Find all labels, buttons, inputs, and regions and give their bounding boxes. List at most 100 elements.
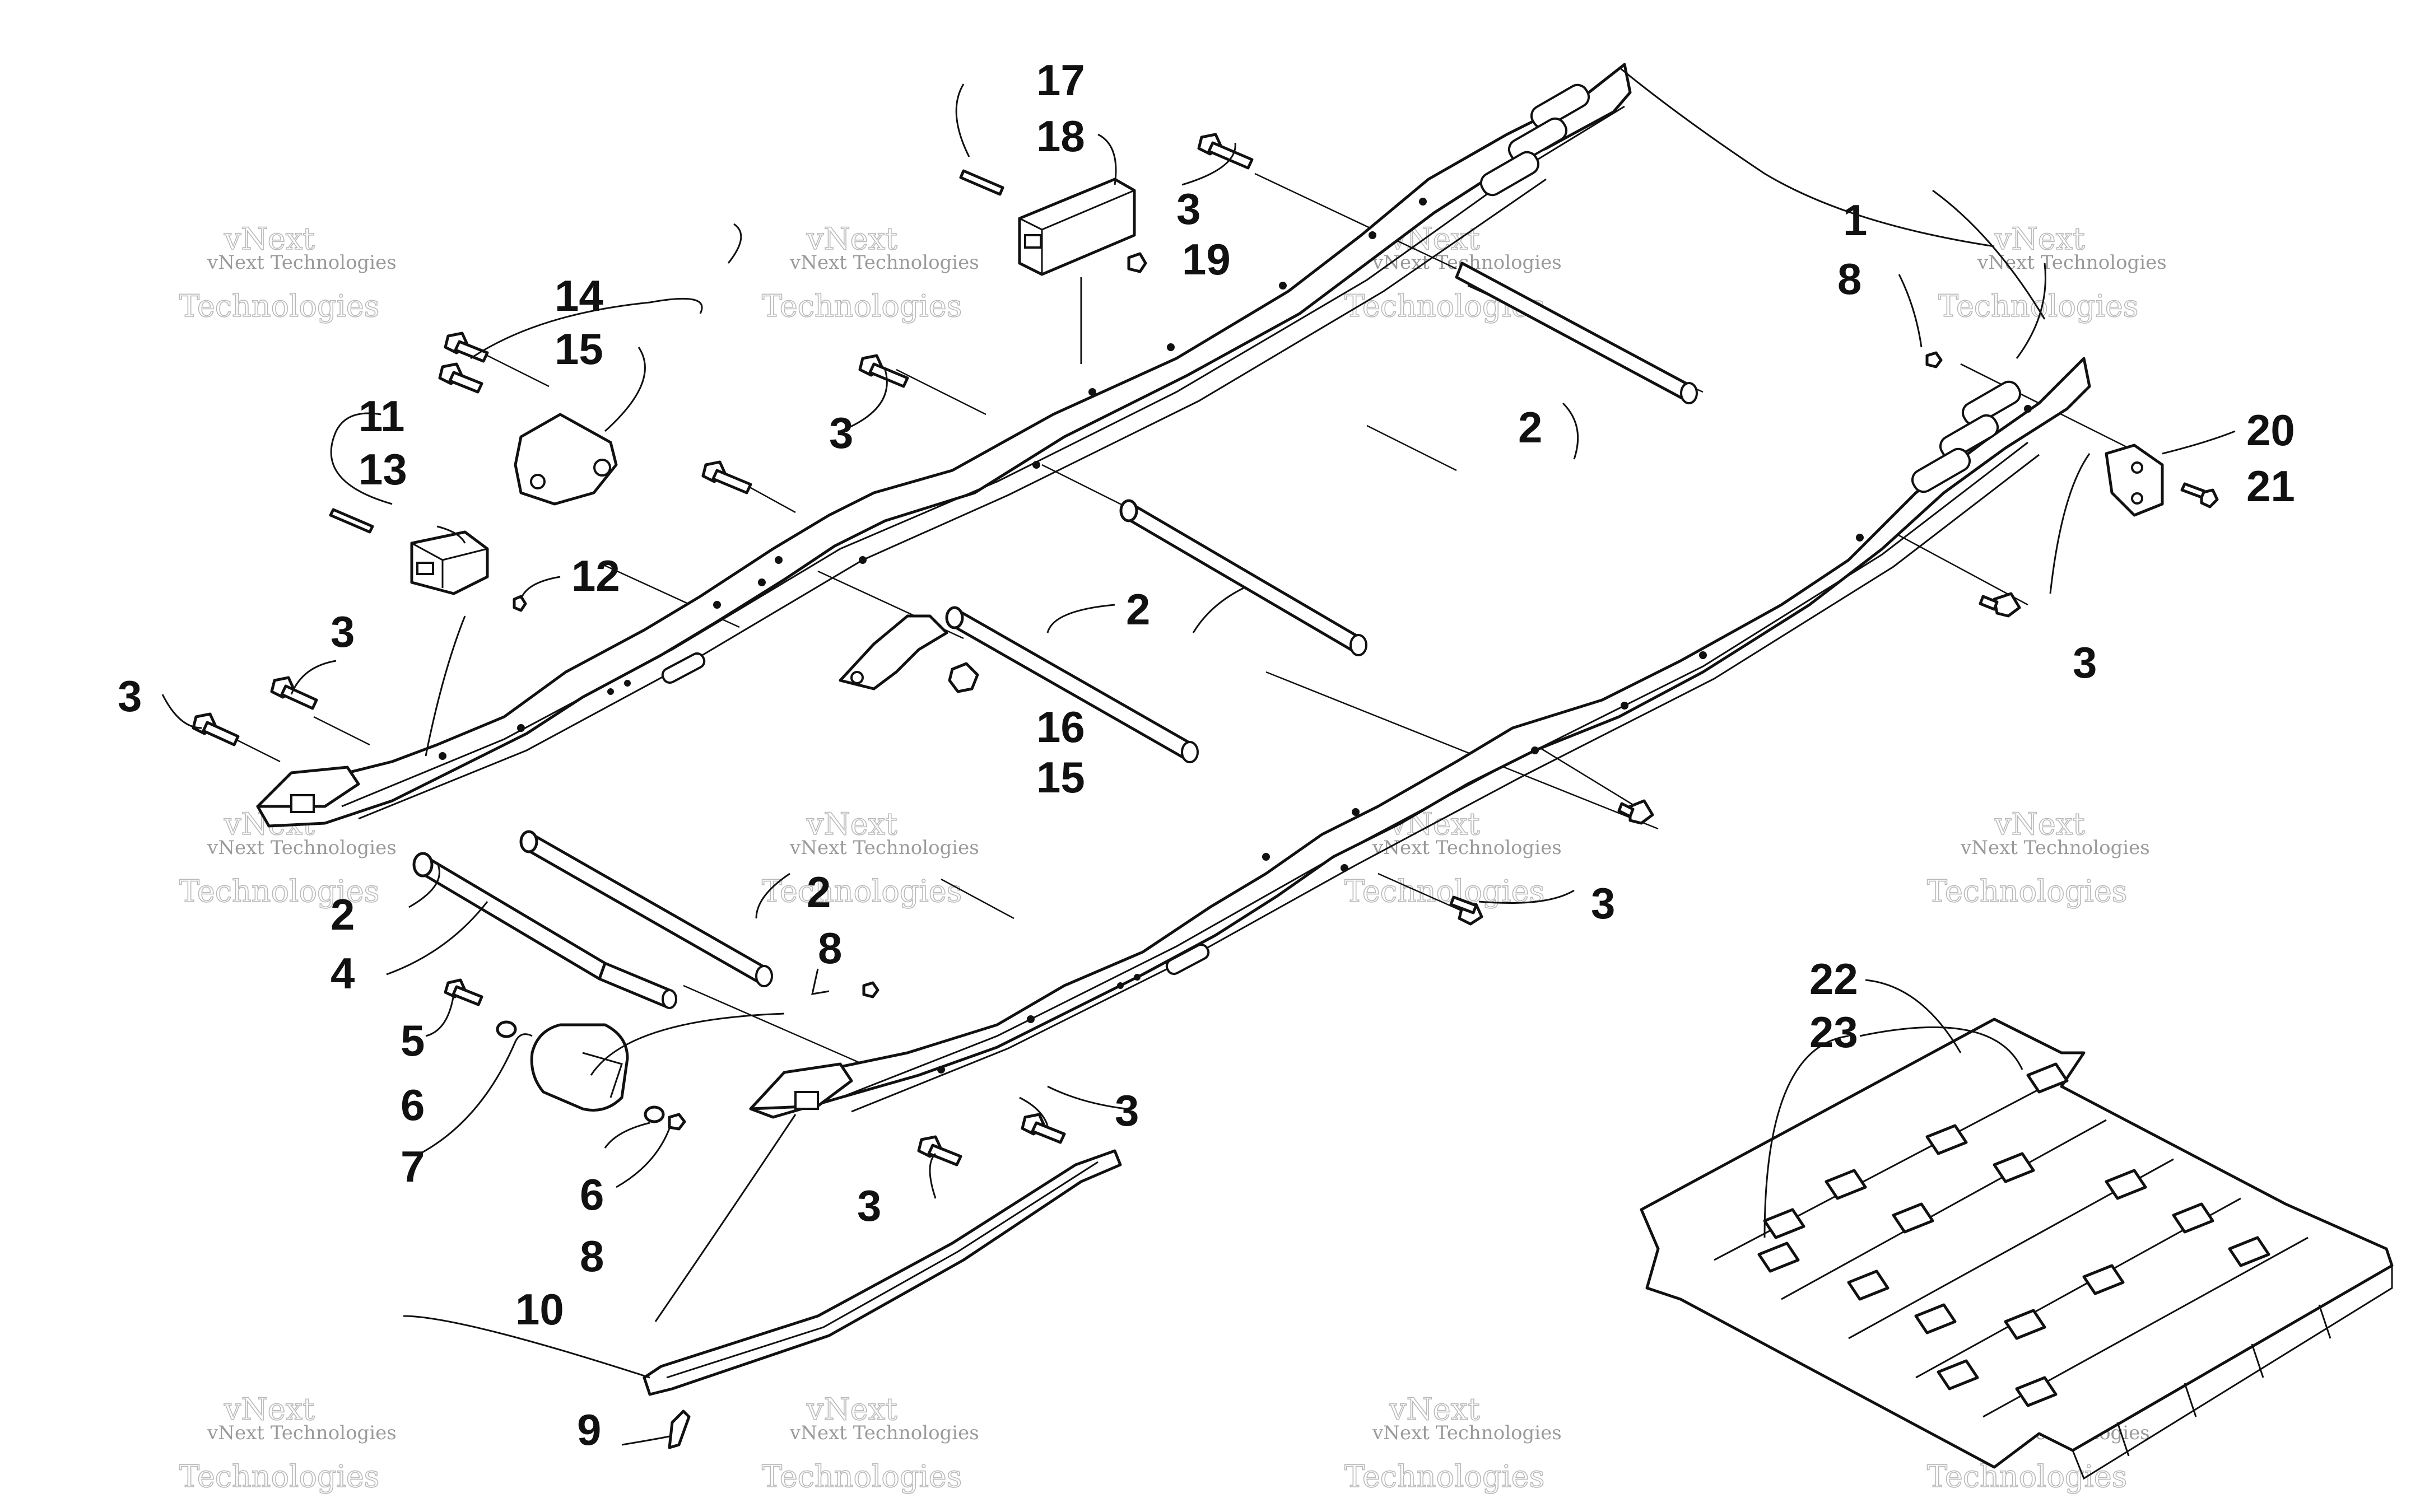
callout-6b: 6 (580, 1170, 604, 1219)
callout-7: 7 (401, 1142, 425, 1191)
nut-8a (668, 1113, 686, 1131)
small-parts (192, 133, 2219, 1449)
svg-text:vNext: vNext (806, 221, 897, 256)
bolt-5 (270, 676, 318, 710)
cross-shafts (412, 262, 1698, 1009)
svg-text:vNext Technologies: vNext Technologies (789, 1422, 979, 1444)
callout-8b: 8 (818, 923, 842, 973)
svg-text:Technologies: Technologies (179, 288, 379, 324)
svg-text:vNext: vNext (806, 806, 897, 842)
callout-9: 9 (577, 1405, 601, 1454)
bracket-20 (2105, 444, 2164, 517)
callout-18: 18 (1036, 111, 1085, 161)
svg-text:Technologies: Technologies (1927, 874, 2127, 909)
svg-text:vNext: vNext (806, 1392, 897, 1427)
svg-text:Technologies: Technologies (762, 1459, 962, 1494)
bolt-8 (1617, 799, 1654, 825)
svg-text:vNext Technologies: vNext Technologies (1960, 837, 2150, 859)
pin-11 (329, 508, 374, 534)
callout-11: 11 (359, 391, 404, 441)
callout-8a: 8 (580, 1231, 604, 1281)
svg-text:vNext Technologies: vNext Technologies (207, 1422, 397, 1444)
washer-6b (644, 1105, 665, 1123)
callout-6a: 6 (401, 1080, 425, 1130)
callout-2c: 2 (807, 867, 831, 917)
svg-text:vNext: vNext (1389, 1392, 1480, 1427)
svg-text:vNext Technologies: vNext Technologies (207, 251, 397, 274)
svg-text:Technologies: Technologies (179, 1459, 379, 1494)
callout-13: 13 (359, 445, 407, 494)
callout-3h: 3 (857, 1181, 881, 1230)
svg-text:vNext Technologies: vNext Technologies (789, 251, 979, 274)
svg-text:vNext: vNext (224, 1392, 315, 1427)
left-slide-rail (256, 63, 1632, 828)
bolt-2 (858, 354, 909, 388)
svg-text:vNext: vNext (1994, 221, 2085, 256)
screw-9 (668, 1410, 691, 1449)
washer-6a (496, 1020, 517, 1038)
svg-text:Technologies: Technologies (1344, 1459, 1544, 1494)
track-section (1640, 1018, 2394, 1480)
bracket-15a (514, 413, 618, 506)
callout-3c: 3 (331, 607, 355, 656)
callout-labels: 1 2 2 2 2 3 3 3 3 3 3 3 3 4 5 6 6 7 8 8 … (118, 55, 2295, 1454)
callout-10: 10 (515, 1285, 564, 1334)
bolt-17 (959, 169, 1004, 196)
callout-3f: 3 (1591, 879, 1615, 928)
callout-20: 20 (2246, 405, 2295, 455)
callout-15a: 15 (555, 324, 603, 374)
callout-15b: 15 (1036, 753, 1085, 802)
callout-3b: 3 (829, 408, 853, 458)
track-cleats (1757, 1062, 2270, 1407)
callout-16: 16 (1036, 702, 1085, 752)
callout-4: 4 (331, 949, 355, 998)
nut-8c (1925, 351, 1943, 368)
svg-text:Technologies: Technologies (179, 874, 379, 909)
nut-16 (948, 662, 979, 693)
leader-lines (161, 66, 2236, 1446)
svg-text:vNext Technologies: vNext Technologies (789, 837, 979, 859)
bolt-7 (1979, 592, 2021, 618)
svg-text:vNext Technologies: vNext Technologies (1372, 1422, 1562, 1444)
callout-3g: 3 (1115, 1086, 1139, 1135)
nut-19 (1127, 252, 1147, 273)
bolt-3 (701, 460, 752, 494)
callout-17: 17 (1036, 55, 1085, 105)
bolt-11 (917, 1135, 962, 1166)
callout-3d: 3 (118, 671, 142, 721)
callout-22: 22 (1809, 954, 1858, 1004)
svg-text:Technologies: Technologies (762, 288, 962, 324)
bolt-10 (1021, 1113, 1066, 1144)
svg-text:vNext Technologies: vNext Technologies (1372, 837, 1562, 859)
bracket-15b (839, 614, 948, 690)
bumper-7 (530, 1023, 629, 1112)
svg-text:vNext Technologies: vNext Technologies (1977, 251, 2167, 274)
bumper-18 (1018, 178, 1136, 276)
nut-8b (862, 981, 879, 998)
bolt-1 (1197, 133, 1254, 170)
svg-text:Technologies: Technologies (1927, 1459, 2127, 1494)
block-13 (410, 530, 489, 595)
bolt-4 (444, 332, 489, 363)
callout-2a: 2 (1518, 403, 1542, 452)
callout-2d: 2 (331, 890, 355, 939)
right-slide-rail (749, 357, 2091, 1119)
callout-2b: 2 (1126, 585, 1150, 634)
svg-text:Technologies: Technologies (762, 874, 962, 909)
bolt-6 (192, 712, 240, 746)
callout-8c: 8 (1837, 254, 1861, 304)
callout-19: 19 (1182, 235, 1231, 284)
callout-14: 14 (555, 271, 603, 320)
callout-21: 21 (2246, 461, 2295, 511)
bolt-14 (438, 362, 483, 394)
callout-1: 1 (1843, 195, 1867, 245)
